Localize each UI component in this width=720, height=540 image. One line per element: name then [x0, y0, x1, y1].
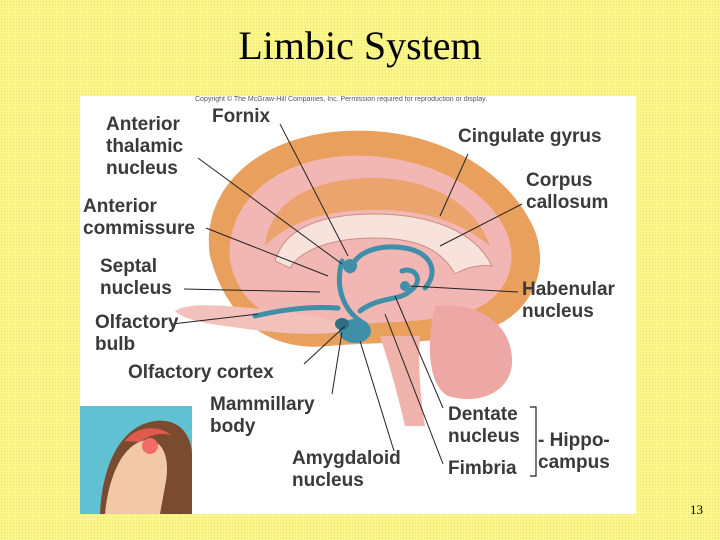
label-fornix: Fornix [212, 106, 271, 127]
hippocampus-curve [357, 267, 420, 314]
label-septal-nucleus: Septal nucleus [100, 256, 172, 299]
label-amygdaloid-nucleus: Amygdaloid nucleus [292, 448, 401, 491]
brainstem-shape [380, 336, 425, 426]
limbic-system-figure: Copyright © The McGraw-Hill Companies, I… [80, 96, 636, 514]
label-cingulate-gyrus: Cingulate gyrus [458, 126, 602, 147]
label-hippocampus: - Hippo- campus [538, 430, 610, 473]
label-mammillary-body: Mammillary body [210, 394, 315, 437]
label-olfactory-cortex: Olfactory cortex [128, 362, 274, 383]
label-corpus-callosum: Corpus callosum [526, 170, 609, 213]
cingulate-fold [265, 177, 490, 246]
label-olfactory-bulb: Olfactory bulb [95, 312, 179, 355]
corpus-callosum-shape [274, 213, 493, 275]
leader-lines [171, 123, 523, 465]
habenular-node [400, 281, 410, 291]
brain-illustration [80, 123, 541, 514]
inset-head-photo [80, 406, 192, 514]
anterior-thalamic-node [343, 259, 357, 273]
olfactory-tract [252, 304, 341, 319]
limbic-structures [252, 244, 435, 327]
cerebellum-shape [429, 305, 513, 400]
slide-title: Limbic System [238, 23, 482, 68]
label-habenular-nucleus: Habenular nucleus [522, 279, 615, 322]
copyright-notice: Copyright © The McGraw-Hill Companies, I… [195, 96, 488, 103]
frontal-lower [175, 305, 345, 334]
fornix-arc [347, 244, 435, 291]
mammillary-node [335, 318, 349, 330]
label-dentate-nucleus: Dentate nucleus [448, 404, 520, 447]
hippocampus-bracket [530, 406, 537, 477]
label-fimbria: Fimbria [448, 458, 517, 479]
label-anterior-thalamic-nucleus: Anterior thalamic nucleus [106, 114, 184, 179]
label-anterior-commissure: Anterior commissure [83, 196, 195, 239]
page-number: 13 [690, 502, 703, 517]
